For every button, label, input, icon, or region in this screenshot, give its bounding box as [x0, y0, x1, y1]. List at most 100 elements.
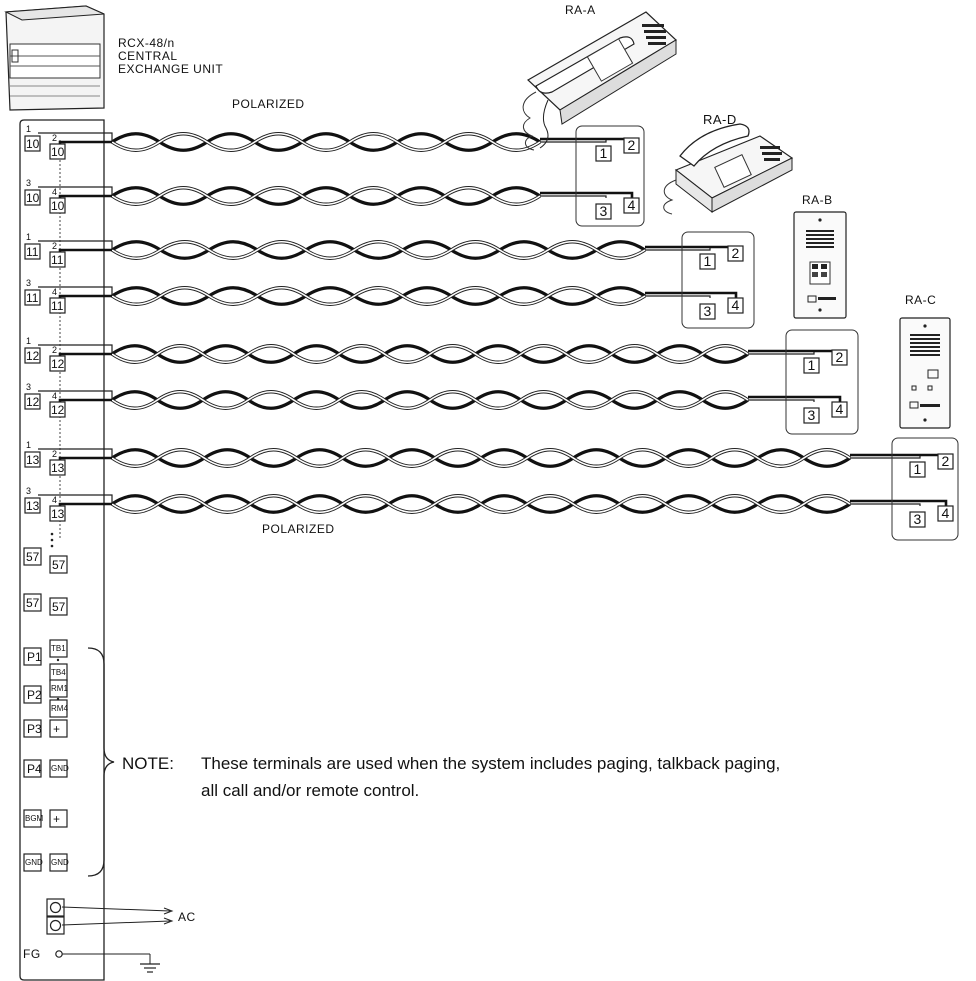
line-terminal: 111 — [24, 232, 41, 260]
cable-strand-dark — [111, 186, 541, 206]
line-terminal-label: 13 — [26, 499, 40, 513]
line-terminal: 132 — [49, 449, 66, 476]
station-wire-b — [645, 245, 738, 249]
paging-terminal-label: GND — [51, 858, 69, 867]
cable-strand-light — [111, 132, 541, 152]
station-label-ra-b: RA-B — [802, 193, 833, 207]
line-terminal: 131 — [24, 440, 41, 468]
extra-terminal: 57 — [23, 593, 42, 612]
extra-terminal-label: 57 — [52, 558, 66, 572]
paging-terminal-label: BGM — [25, 814, 44, 823]
paging-terminal-label: GND — [25, 858, 43, 867]
station-terminal-3: 3 — [595, 203, 612, 220]
line-pin-label: 3 — [26, 278, 31, 288]
line-terminal-label: 12 — [51, 403, 65, 417]
paging-terminal: P4 — [23, 759, 42, 778]
paging-terminal-label: TB1 — [51, 644, 66, 653]
station-wire-b — [540, 191, 634, 198]
note-line2: all call and/or remote control. — [201, 781, 419, 800]
station-block-outline — [891, 437, 959, 541]
extra-terminal-label: 57 — [26, 596, 40, 610]
line-terminal-label: 10 — [51, 145, 65, 159]
polarized-label-bottom: POLARIZED — [262, 522, 335, 536]
station-terminal-label: 4 — [628, 197, 636, 213]
station-terminal-2: 2 — [623, 137, 640, 154]
station-wire-a — [850, 503, 921, 506]
line-pin-label: 4 — [52, 187, 57, 197]
station-terminal-4: 4 — [623, 197, 640, 214]
line-terminal: 121 — [24, 336, 41, 364]
line-terminal: 134 — [49, 495, 66, 522]
line-terminal: 104 — [49, 187, 66, 214]
line-terminal-label: 11 — [26, 291, 39, 305]
station-terminal-2: 2 — [831, 349, 848, 366]
line-terminal: 103 — [24, 178, 41, 206]
paging-terminal-label: + — [53, 812, 60, 826]
station-wire-b — [645, 291, 738, 298]
line-terminal-label: 10 — [51, 199, 65, 213]
cable-strand-light — [111, 390, 749, 410]
station-terminal-1: 1 — [909, 461, 926, 478]
station-terminal-label: 4 — [836, 401, 844, 417]
station-terminal-label: 1 — [704, 253, 712, 269]
line-pin-label: 1 — [26, 124, 31, 134]
paging-terminal-label: GND — [51, 764, 69, 773]
station-terminal-label: 3 — [704, 303, 712, 319]
polarized-label-top: POLARIZED — [232, 97, 305, 111]
station-label-ra-a: RA-A — [565, 3, 596, 17]
line-terminal: 123 — [24, 382, 41, 410]
exchange-unit-illustration — [4, 5, 105, 111]
station-terminal-label: 3 — [808, 407, 816, 423]
station-terminal-label: 1 — [914, 461, 922, 477]
line-pin-label: 2 — [52, 133, 57, 143]
station-terminal-label: 4 — [942, 505, 950, 521]
line-terminal-label: 11 — [51, 253, 64, 267]
paging-terminal: GND — [49, 759, 69, 778]
line-terminal: 114 — [49, 287, 66, 314]
line-pin-label: 3 — [26, 486, 31, 496]
line-terminal: 112 — [49, 241, 66, 268]
line-pin-label: 1 — [26, 336, 31, 346]
paging-terminal: P2 — [23, 685, 42, 704]
station-terminal-3: 3 — [803, 407, 820, 424]
line-pin-label: 3 — [26, 178, 31, 188]
line-terminal: 133 — [24, 486, 41, 514]
station-terminal-2: 2 — [937, 453, 954, 470]
cable-strand-light-outline — [111, 240, 646, 260]
line-terminal-label: 12 — [26, 349, 40, 363]
paging-terminal: GND — [49, 853, 69, 872]
line-terminal-label: 11 — [51, 299, 64, 313]
paging-terminal-label: P1 — [27, 650, 42, 664]
cable-strand-light — [111, 448, 851, 468]
extra-terminal: 57 — [49, 597, 68, 616]
strip-wire-a — [38, 390, 113, 400]
ra-c-wall-station-icon — [899, 317, 951, 429]
extra-terminal-label: 57 — [26, 550, 40, 564]
cable-strand-light — [111, 240, 646, 260]
strip-wire-a — [38, 132, 113, 142]
line-terminal: 124 — [49, 391, 66, 418]
paging-terminal: BGM — [23, 809, 44, 828]
station-terminal-3: 3 — [699, 303, 716, 320]
strip-wire-a — [38, 448, 113, 458]
line-pin-label: 3 — [26, 382, 31, 392]
paging-terminal: TB1 — [49, 639, 68, 658]
note-brace — [87, 647, 115, 877]
line-terminal: 122 — [49, 345, 66, 372]
strip-wire-a — [38, 186, 113, 196]
strip-wire-a — [38, 344, 113, 354]
ra-d-desk-phone-icon — [663, 123, 794, 215]
cable-strand-light — [111, 344, 749, 364]
line-terminal: 102 — [49, 133, 66, 160]
cable-strand-light-outline — [111, 286, 646, 306]
line-terminal-label: 13 — [51, 507, 65, 521]
station-terminal-2: 2 — [727, 245, 744, 262]
cable-strand-dark — [111, 132, 541, 152]
station-wire-a — [645, 295, 711, 298]
line-pin-label: 2 — [52, 345, 57, 355]
station-terminal-label: 3 — [914, 511, 922, 527]
station-wire-b — [540, 137, 634, 141]
station-terminal-label: 1 — [600, 145, 608, 161]
paging-terminal-label: P3 — [27, 722, 42, 736]
